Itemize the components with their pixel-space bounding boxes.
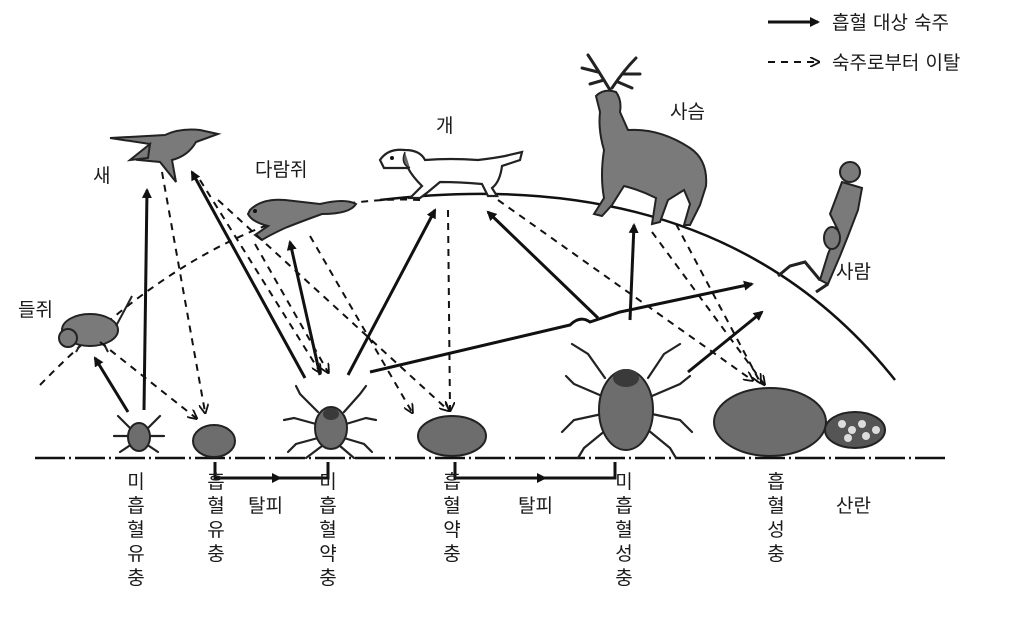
- deer-label: 사슴: [670, 101, 705, 123]
- unfed-larva-tick-icon: [114, 416, 164, 452]
- engorged-adult-icon: [714, 388, 826, 456]
- molt-label-1: 탈피: [248, 495, 283, 517]
- engorged-nymph-icon: [418, 416, 486, 456]
- bird-icon: [110, 130, 218, 182]
- engorged-larva-icon: [193, 425, 235, 457]
- deer-icon: [582, 55, 706, 225]
- vole-label: 들쥐: [18, 299, 53, 321]
- human-label: 사람: [836, 261, 871, 283]
- legend: 흡혈 대상 숙주 숙주로부터 이탈: [768, 12, 960, 74]
- dog-icon: [380, 150, 522, 198]
- oviposition-label: 산란: [836, 495, 871, 517]
- bird-label: 새: [93, 165, 110, 187]
- legend-drop-off-label: 숙주로부터 이탈: [832, 52, 960, 74]
- molt-label-2: 탈피: [518, 495, 553, 517]
- legend-feeding-host-label: 흡혈 대상 숙주: [832, 12, 949, 34]
- unfed-adult-tick-icon: [562, 344, 692, 458]
- vole-icon: [59, 296, 132, 352]
- dog-label: 개: [436, 115, 453, 137]
- unfed-nymph-tick-icon: [284, 386, 376, 458]
- squirrel-label: 다람쥐: [255, 159, 307, 181]
- egg-mass-icon: [825, 412, 885, 448]
- squirrel-icon: [248, 200, 356, 240]
